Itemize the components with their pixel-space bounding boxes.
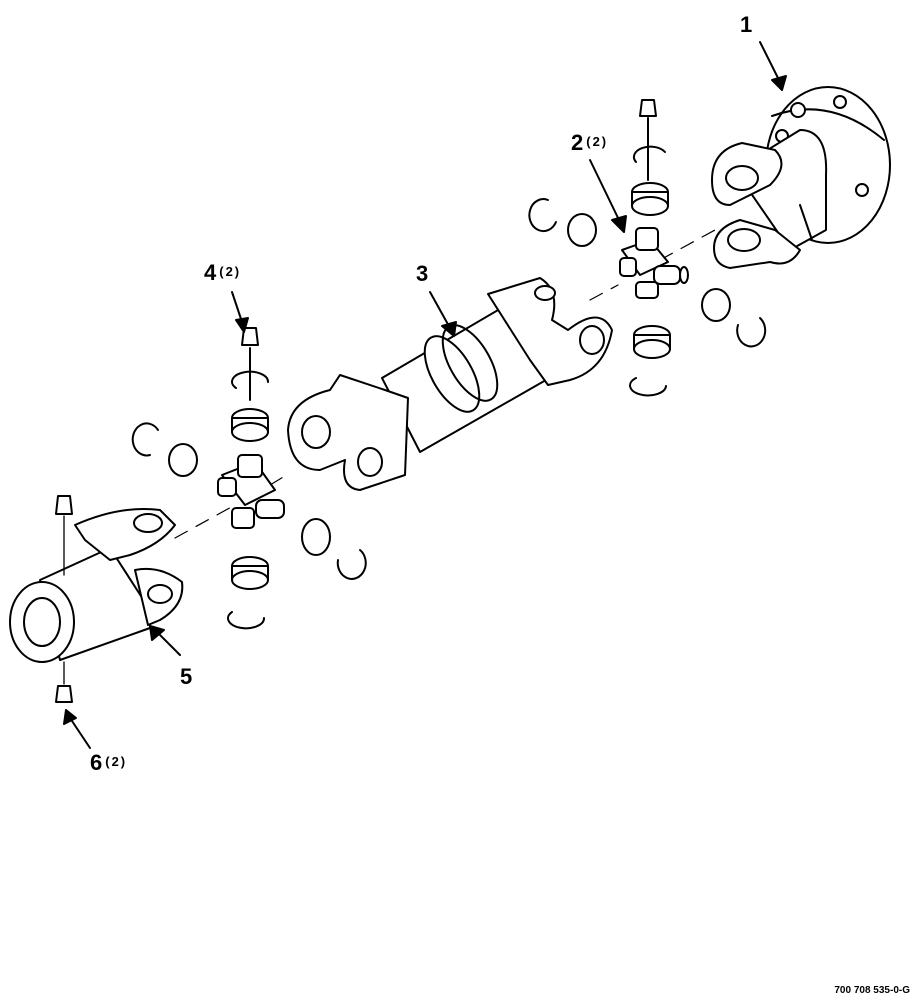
- grease-fitting: [55, 661, 73, 703]
- figure-id: 700 708 535-0-G: [834, 985, 910, 996]
- callout-3-number: 3: [416, 261, 429, 286]
- lower-u-joint: [131, 327, 367, 630]
- callout-6-qty: (2): [105, 754, 128, 769]
- callout-2-number: 2: [571, 130, 584, 155]
- callout-6-number: 6: [90, 750, 103, 775]
- callout-2: 2(2): [571, 132, 608, 154]
- leader-arrows: [63, 41, 787, 749]
- callout-6: 6(2): [90, 752, 127, 774]
- upper-u-joint: [528, 99, 767, 397]
- callout-3: 3: [416, 263, 428, 285]
- callout-1-number: 1: [740, 12, 753, 37]
- callout-5: 5: [180, 666, 192, 688]
- callout-4-number: 4: [204, 260, 217, 285]
- callout-1: 1: [740, 14, 752, 36]
- callout-5-number: 5: [180, 664, 193, 689]
- shaft-tube: [287, 277, 613, 491]
- callout-4-qty: (2): [219, 264, 242, 279]
- centerline: [174, 229, 716, 539]
- slip-yoke: [9, 495, 184, 663]
- callout-4: 4(2): [204, 262, 241, 284]
- flange-yoke: [711, 86, 891, 269]
- callout-2-qty: (2): [586, 134, 609, 149]
